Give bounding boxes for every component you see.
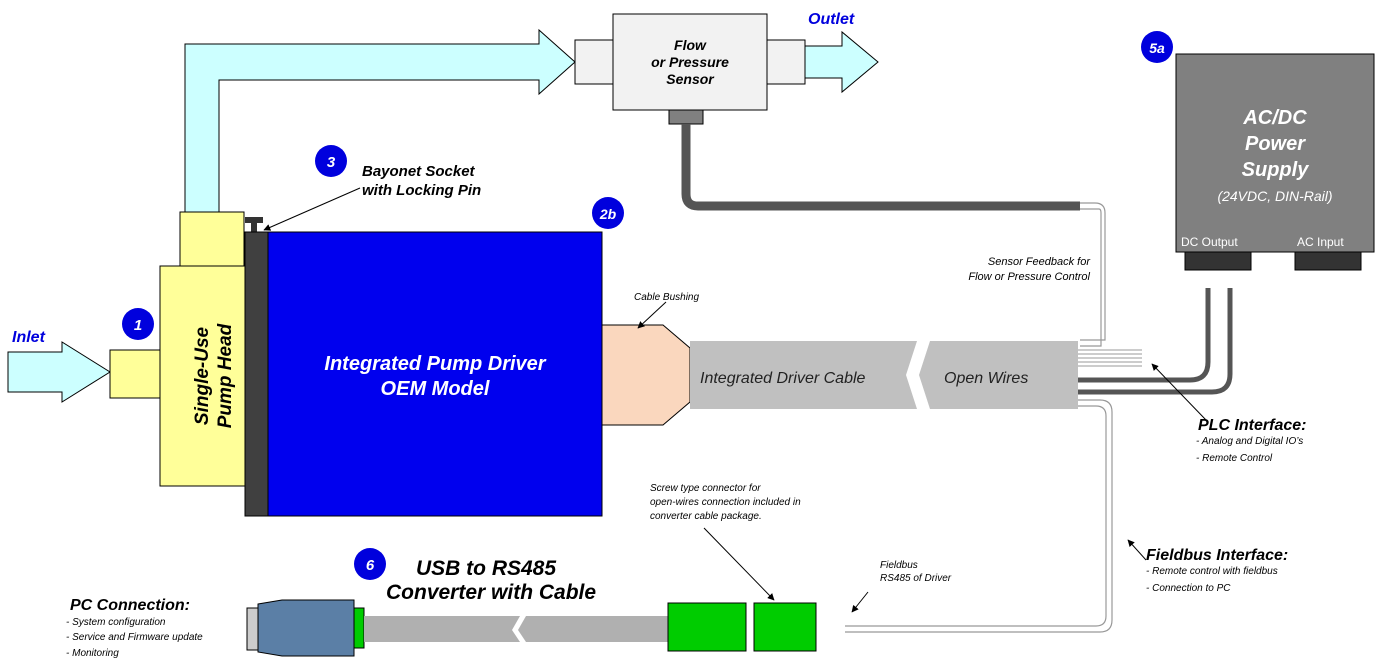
driver-cable-label: Integrated Driver Cable: [700, 370, 866, 387]
cable-bushing-label: Cable Bushing: [634, 292, 699, 303]
pc-item-3: - Monitoring: [66, 648, 119, 659]
fieldbus-title: Fieldbus Interface:: [1146, 547, 1288, 564]
cable-bushing: [601, 324, 691, 426]
sensor-left-fitting: [574, 39, 616, 85]
open-wires-label: Open Wires: [944, 370, 1028, 387]
pc-title: PC Connection:: [70, 597, 190, 614]
fieldbus-rs-pointer: [851, 591, 869, 613]
dc-output-connector: [1184, 251, 1252, 271]
screw-connector-right: [753, 602, 817, 652]
psu-label-1: AC/DC: [1242, 107, 1307, 129]
usb-label-1: USB to RS485: [416, 557, 556, 580]
fieldbus-rs-label-1: Fieldbus: [880, 560, 918, 571]
open-wires-fan: [1078, 349, 1142, 367]
pc-item-1: - System configuration: [66, 617, 166, 628]
bushing-pointer: [637, 301, 667, 329]
bayonet-label-1: Bayonet Socket: [362, 163, 476, 180]
converter-cable-right: [518, 616, 668, 642]
pump-head-label-1: Single-Use: [192, 326, 213, 425]
inlet-label: Inlet: [12, 329, 46, 346]
badge-5a: 5a: [1141, 31, 1173, 63]
fieldbus-wire-1: [845, 399, 1113, 633]
screw-pointer: [703, 527, 775, 601]
bayonet-socket: [244, 231, 271, 517]
pump-head-label-2: Pump Head: [215, 323, 236, 428]
usb-plug-end: [353, 607, 365, 649]
sensor-connector: [668, 109, 704, 125]
bayonet-label-2: with Locking Pin: [362, 182, 481, 199]
pc-item-2: - Service and Firmware update: [66, 632, 203, 643]
sensor-label-3: Sensor: [666, 71, 715, 87]
open-wires-cable: [919, 341, 1078, 409]
integrated-pump-driver: [267, 231, 603, 517]
badge-3: 3: [315, 145, 347, 177]
sensor-label-1: Flow: [674, 37, 707, 53]
sensor-feedback-label-2: Flow or Pressure Control: [968, 271, 1090, 283]
locking-pin-head: [245, 217, 263, 223]
usb-plug-tip: [246, 607, 259, 651]
plc-pointer: [1151, 363, 1207, 421]
psu-label-3: Supply: [1242, 159, 1310, 181]
flow-pressure-sensor: [612, 13, 768, 111]
fieldbus-item-2: - Connection to PC: [1146, 583, 1231, 594]
badge-5a-label: 5a: [1149, 40, 1165, 56]
screw-connector-left: [667, 602, 747, 652]
fieldbus-rs-label-2: RS485 of Driver: [880, 573, 952, 584]
screw-label-3: converter cable package.: [650, 511, 762, 522]
psu-label-4: (24VDC, DIN-Rail): [1217, 188, 1332, 204]
driver-label-2: OEM Model: [381, 378, 490, 400]
usb-plug: [257, 599, 355, 657]
power-wire-2: [1078, 288, 1233, 395]
ac-input-connector: [1294, 251, 1362, 271]
fieldbus-interface-pointer: [1127, 539, 1147, 561]
outlet-pipe-arrow: [184, 28, 576, 213]
integrated-driver-cable: [690, 341, 917, 409]
single-use-pump-head: [159, 265, 247, 487]
outlet-label: Outlet: [808, 11, 855, 28]
screw-label-2: open-wires connection included in: [650, 497, 801, 508]
plc-item-1: - Analog and Digital IO’s: [1196, 436, 1303, 447]
fieldbus-item-1: - Remote control with fieldbus: [1146, 566, 1278, 577]
psu-label-2: Power: [1245, 133, 1306, 155]
inlet-arrow: [7, 341, 111, 403]
pump-head-inlet-port: [109, 349, 163, 399]
badge-6: 6: [354, 548, 386, 580]
badge-2b-label: 2b: [599, 206, 617, 222]
badge-1-label: 1: [134, 317, 142, 334]
badge-6-label: 6: [366, 557, 375, 574]
outlet-arrow: [799, 30, 879, 94]
dc-output-label: DC Output: [1181, 235, 1238, 249]
usb-label-2: Converter with Cable: [386, 581, 596, 604]
power-wire-1: [1078, 288, 1211, 383]
badge-2b: 2b: [592, 197, 624, 229]
badge-1: 1: [122, 308, 154, 340]
sensor-feedback-label-1: Sensor Feedback for: [988, 256, 1091, 268]
sensor-label-2: or Pressure: [651, 54, 729, 70]
bayonet-pointer: [263, 187, 361, 231]
pump-head-top-port: [179, 211, 245, 269]
driver-label-1: Integrated Pump Driver: [324, 353, 546, 375]
fieldbus-wire-2: [845, 405, 1107, 627]
sensor-right-fitting: [764, 39, 806, 85]
converter-cable-left: [364, 616, 520, 642]
plc-title: PLC Interface:: [1198, 417, 1306, 434]
sensor-cable: [681, 124, 1080, 211]
badge-3-label: 3: [327, 154, 336, 171]
plc-item-2: - Remote Control: [1196, 453, 1273, 464]
locking-pin-stem: [251, 222, 257, 234]
ac-input-label: AC Input: [1297, 235, 1344, 249]
power-supply: [1175, 53, 1375, 253]
screw-label-1: Screw type connector for: [650, 483, 761, 494]
